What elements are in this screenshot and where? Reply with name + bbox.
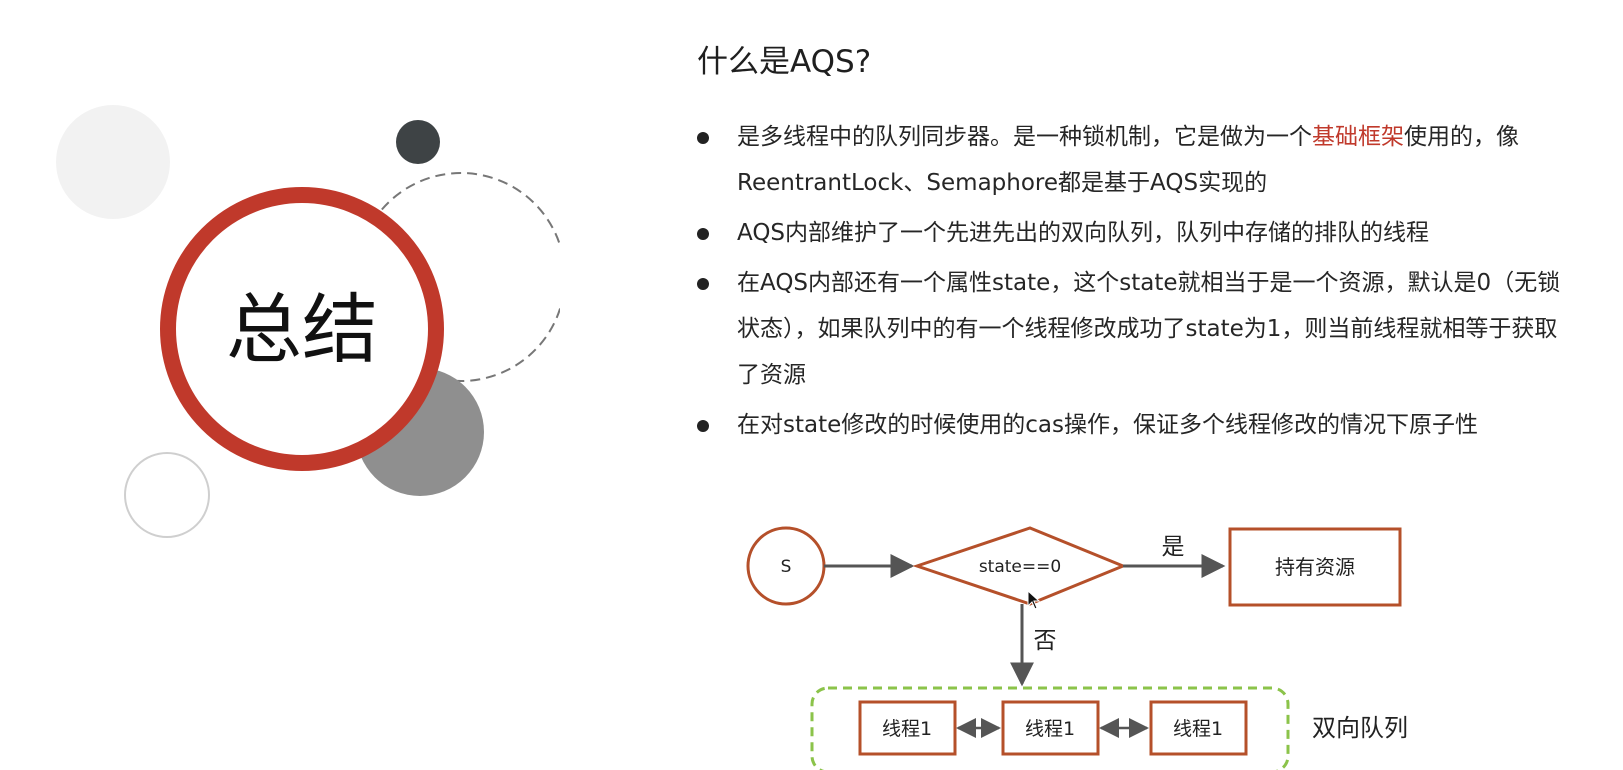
- light-gray-circle: [56, 105, 170, 219]
- queue-node-label: 线程1: [1025, 718, 1075, 740]
- decorative-circles: [56, 105, 560, 538]
- bullet-text: 在对state修改的时候使用的cas操作，保证多个线程修改的情况下原子性: [737, 412, 1478, 438]
- decision-node-label: state==0: [979, 557, 1061, 577]
- start-node: [746, 526, 826, 606]
- bullet-text: AQS内部维护了一个先进先出的双向队列，队列中存储的排队的线程: [737, 220, 1430, 246]
- bullet-dot: [697, 278, 709, 290]
- yes-label: 是: [1162, 534, 1185, 560]
- queue-node: [1149, 700, 1248, 756]
- bullet-text: 是多线程中的队列同步器。是一种锁机制，它是做为一个: [737, 124, 1312, 150]
- bullet-dot: [697, 420, 709, 432]
- page-heading: 什么是AQS?: [697, 44, 872, 80]
- queue-container: [810, 686, 1290, 770]
- dark-gray-circle: [396, 120, 440, 164]
- bullet-text: 在AQS内部还有一个属性state，这个state就相当于是一个资源，默认是0（…: [737, 270, 1561, 388]
- start-node-label: S: [781, 557, 792, 577]
- section-title: 总结: [226, 285, 378, 374]
- bullet-dot: [697, 228, 709, 240]
- resource-node: [1228, 527, 1402, 607]
- queue-node: [1001, 700, 1100, 756]
- queue-node: [858, 700, 957, 756]
- no-label: 否: [1034, 628, 1057, 654]
- bullet-list: 是多线程中的队列同步器。是一种锁机制，它是做为一个基础框架使用的，像Reentr…: [697, 114, 1577, 452]
- mouse-pointer-icon: [1027, 590, 1041, 610]
- queue-label: 双向队列: [1312, 714, 1408, 742]
- bullet-item: 在对state修改的时候使用的cas操作，保证多个线程修改的情况下原子性: [697, 402, 1577, 448]
- bullet-highlight: 基础框架: [1312, 124, 1404, 150]
- bullet-item: 在AQS内部还有一个属性state，这个state就相当于是一个资源，默认是0（…: [697, 260, 1577, 398]
- resource-node-label: 持有资源: [1275, 555, 1355, 579]
- queue-node-label: 线程1: [882, 718, 932, 740]
- bullet-item: 是多线程中的队列同步器。是一种锁机制，它是做为一个基础框架使用的，像Reentr…: [697, 114, 1577, 206]
- decision-node: [912, 526, 1127, 606]
- bullet-item: AQS内部维护了一个先进先出的双向队列，队列中存储的排队的线程: [697, 210, 1577, 256]
- red-ring: [160, 187, 444, 471]
- bullet-dot: [697, 132, 709, 144]
- bullet-text-end: 使用的，像ReentrantLock、Semaphore都是基于AQS实现的: [737, 124, 1519, 196]
- queue-node-label: 线程1: [1173, 718, 1223, 740]
- small-outline-circle: [124, 452, 210, 538]
